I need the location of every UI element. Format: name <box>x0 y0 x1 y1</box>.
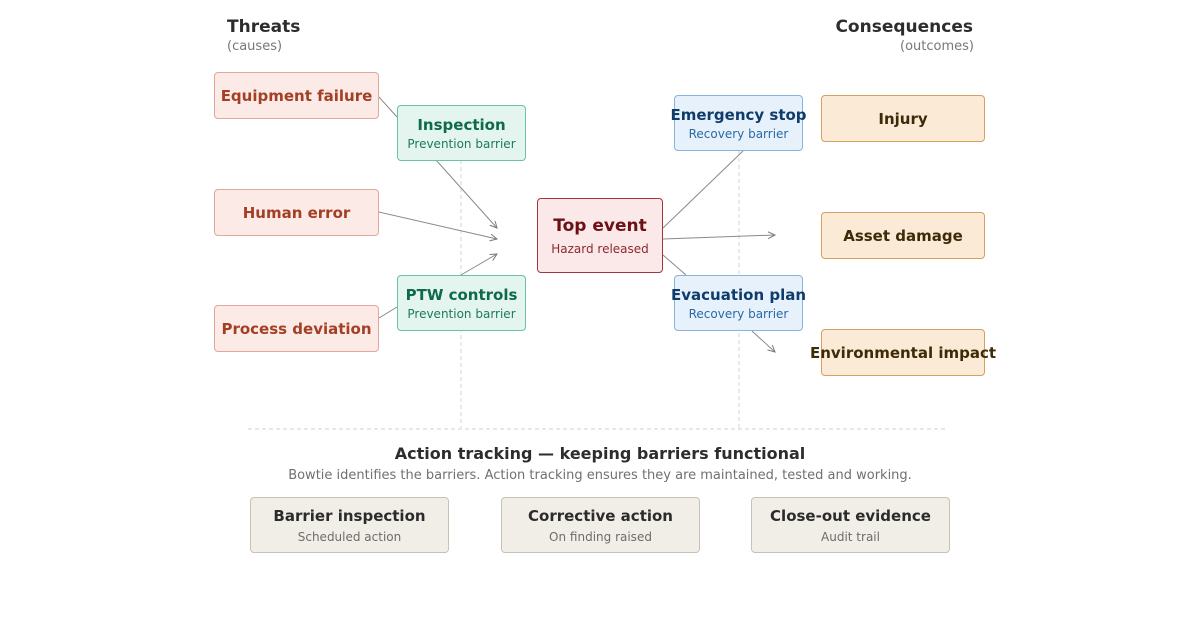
barrier-title: Inspection <box>417 115 506 134</box>
action-card-subtitle: Audit trail <box>821 529 880 544</box>
consequence-label: Asset damage <box>843 226 963 245</box>
action-card-close-out-evidence[interactable]: Close-out evidence Audit trail <box>751 497 950 553</box>
threats-title: Threats <box>227 17 301 37</box>
threat-label: Human error <box>242 203 351 222</box>
barrier-type: Recovery barrier <box>688 306 789 321</box>
consequence-label: Environmental impact <box>809 343 997 362</box>
threats-subtitle: (causes) <box>227 39 283 54</box>
connector-ptw-top <box>460 254 497 276</box>
threat-label: Process deviation <box>221 319 372 338</box>
action-card-subtitle: Scheduled action <box>297 529 402 544</box>
barrier-type: Recovery barrier <box>688 126 789 141</box>
barrier-ptw-controls[interactable]: PTW controls Prevention barrier <box>397 275 526 331</box>
barrier-title: Emergency stop <box>670 105 807 124</box>
threat-process-deviation[interactable]: Process deviation <box>214 305 379 352</box>
action-card-corrective-action[interactable]: Corrective action On finding raised <box>501 497 700 553</box>
action-card-title: Corrective action <box>528 506 673 525</box>
threat-human-error[interactable]: Human error <box>214 189 379 236</box>
action-tracking-title: Action tracking — keeping barriers funct… <box>394 444 806 463</box>
threat-label: Equipment failure <box>220 86 373 105</box>
consequence-injury[interactable]: Injury <box>821 95 985 142</box>
action-tracking-subtitle: Bowtie identifies the barriers. Action t… <box>288 468 912 483</box>
action-card-title: Close-out evidence <box>770 506 931 525</box>
consequence-environmental-impact[interactable]: Environmental impact <box>810 329 996 376</box>
action-card-subtitle: On finding raised <box>549 529 652 544</box>
connector-inspection-top <box>435 159 497 228</box>
barrier-type: Prevention barrier <box>407 136 516 151</box>
connector-evac-env <box>751 330 775 352</box>
action-card-barrier-inspection[interactable]: Barrier inspection Scheduled action <box>250 497 449 553</box>
connector-top-asset <box>662 235 775 240</box>
consequences-title: Consequences <box>835 17 973 37</box>
barrier-title: PTW controls <box>405 285 518 304</box>
top-event-title: Top event <box>553 215 647 236</box>
consequence-label: Injury <box>878 109 928 128</box>
barrier-evacuation-plan[interactable]: Evacuation plan Recovery barrier <box>670 275 807 331</box>
connector-equipment-inspection <box>378 96 398 118</box>
connector-top-estop <box>662 150 744 229</box>
barrier-title: Evacuation plan <box>670 285 807 304</box>
threat-equipment-failure[interactable]: Equipment failure <box>214 72 379 119</box>
top-event[interactable]: Top event Hazard released <box>537 198 663 273</box>
barrier-inspection[interactable]: Inspection Prevention barrier <box>397 105 526 161</box>
connector-process-ptw <box>378 306 398 319</box>
top-event-subtitle: Hazard released <box>551 241 649 256</box>
barrier-emergency-stop[interactable]: Emergency stop Recovery barrier <box>670 95 807 151</box>
consequence-asset-damage[interactable]: Asset damage <box>821 212 985 259</box>
action-card-title: Barrier inspection <box>273 506 426 525</box>
connector-human-top <box>378 211 497 239</box>
consequences-subtitle: (outcomes) <box>900 39 974 54</box>
barrier-type: Prevention barrier <box>407 306 516 321</box>
connector-top-evac <box>662 254 687 276</box>
